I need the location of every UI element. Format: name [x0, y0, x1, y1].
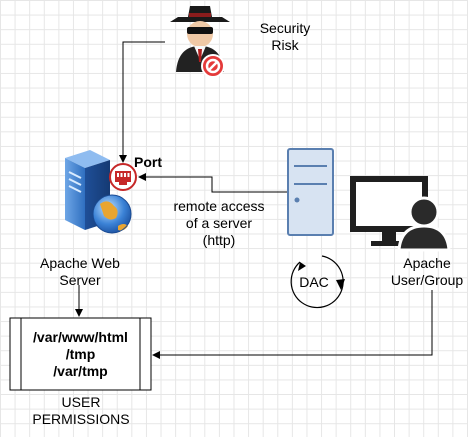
path-var-tmp: /var/tmp — [53, 363, 108, 379]
user-to-permissions-connector — [152, 290, 433, 359]
security-risk-line1: Security — [259, 20, 311, 36]
user-group-line2: User/Group — [390, 272, 464, 288]
permissions-box — [9, 317, 152, 391]
dac-label: DAC — [299, 274, 329, 290]
remote-access-label: remote access of a server (http) — [160, 198, 278, 249]
user-permissions-line1: USER — [61, 394, 101, 410]
dac-arrowhead — [336, 279, 345, 290]
user-icon — [397, 196, 451, 252]
prohibited-icon — [201, 54, 225, 78]
paths-list: /var/www/html /tmp /var/tmp — [21, 329, 140, 380]
remote-access-line2: of a server — [185, 215, 253, 231]
globe-icon — [92, 194, 132, 234]
web-server-label: Apache Web Server — [30, 255, 130, 289]
port-label: Port — [134, 154, 162, 170]
remote-access-line3: (http) — [202, 232, 236, 248]
remote-access-connector — [138, 173, 287, 193]
security-risk-label: Security Risk — [250, 20, 320, 54]
risk-to-port-connector — [119, 41, 165, 163]
web-server-line2: Server — [59, 272, 101, 288]
user-group-label: Apache User/Group — [385, 255, 468, 289]
desktop-tower-icon — [287, 148, 334, 236]
security-risk-line2: Risk — [271, 37, 299, 53]
remote-access-line1: remote access — [173, 198, 265, 214]
port-icon — [109, 163, 137, 191]
web-server-line1: Apache Web — [40, 255, 120, 271]
path-tmp: /tmp — [65, 346, 96, 362]
path-var-www-html: /var/www/html — [33, 329, 128, 345]
user-permissions-line2: PERMISSIONS — [32, 411, 130, 427]
user-permissions-label: USER PERMISSIONS — [20, 394, 142, 428]
user-group-line1: Apache — [403, 255, 451, 271]
dac-cycle-icon — [290, 255, 344, 309]
